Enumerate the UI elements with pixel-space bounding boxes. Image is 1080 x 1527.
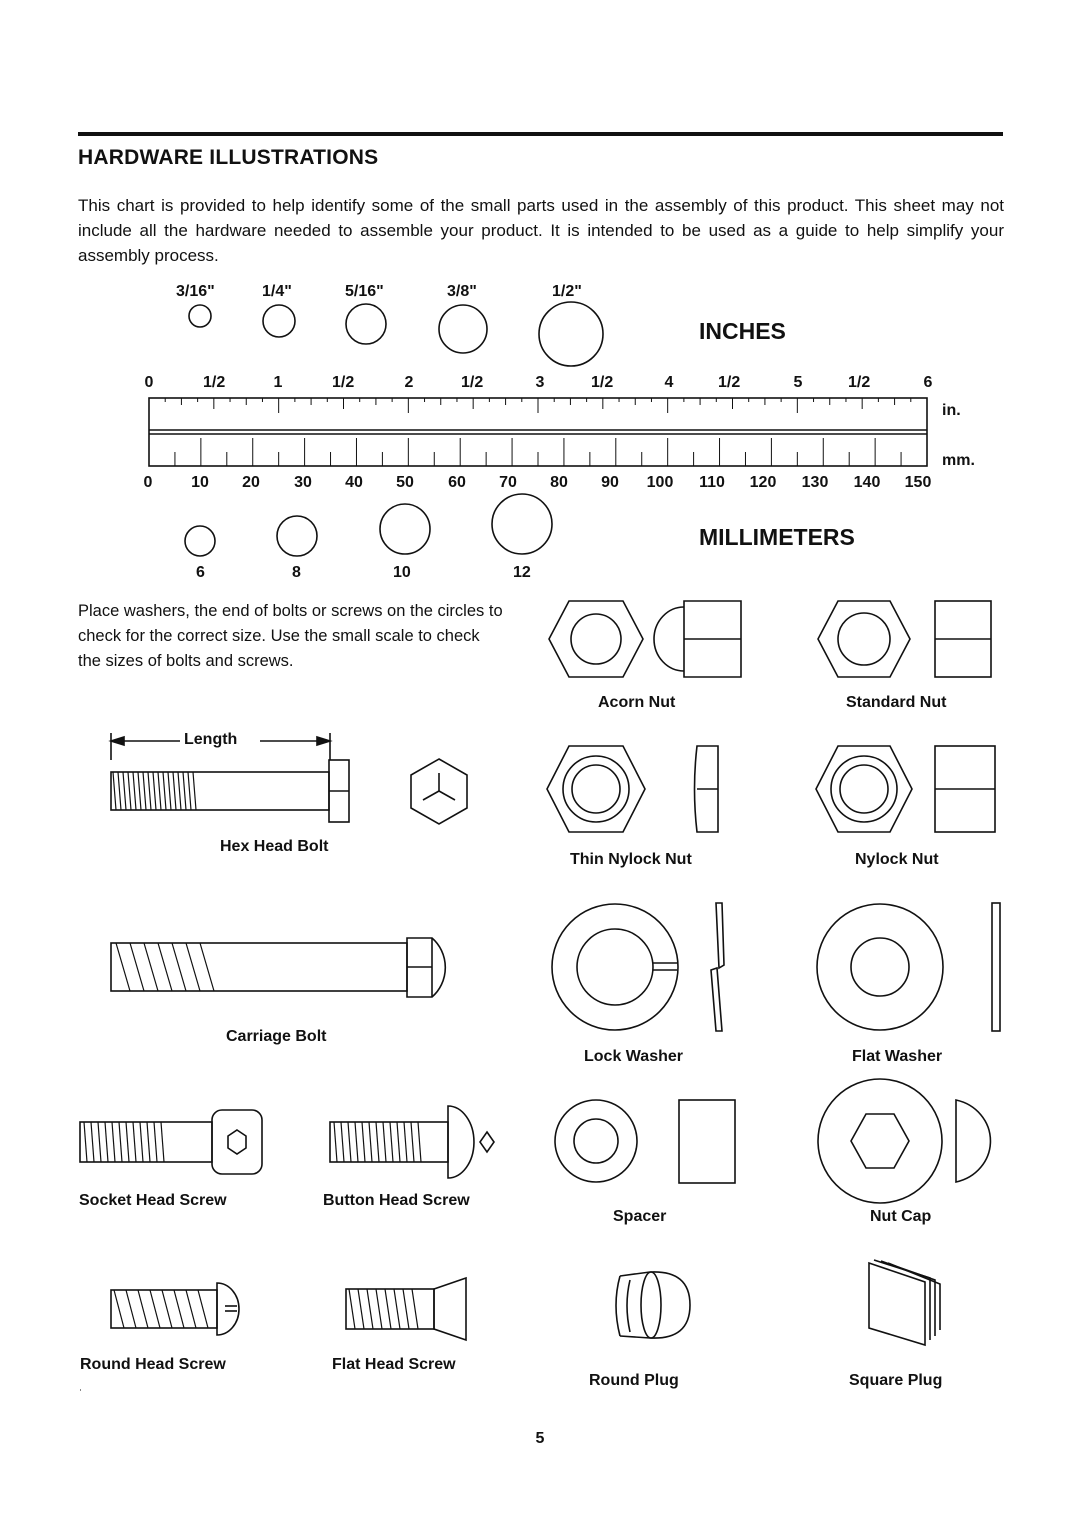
socket-head-screw-icon <box>79 1109 263 1175</box>
ruler-inch-label: 1/2 <box>332 374 355 391</box>
ruler-mm-label: 150 <box>904 474 932 491</box>
inch-size-label: 1/2" <box>552 283 582 300</box>
ruler-inch-label: 6 <box>923 374 933 391</box>
square-plug-icon <box>868 1259 941 1347</box>
thin-nylock-nut-label: Thin Nylock Nut <box>570 851 692 868</box>
square-plug-label: Square Plug <box>849 1372 943 1389</box>
mm-size-label: 6 <box>196 564 205 581</box>
round-plug-label: Round Plug <box>589 1372 679 1389</box>
nylock-nut-icon <box>815 745 996 833</box>
spacer-icon <box>554 1099 736 1184</box>
button-head-screw-label: Button Head Screw <box>323 1192 470 1209</box>
page-number: 5 <box>535 1430 545 1447</box>
lock-washer-label: Lock Washer <box>584 1048 683 1065</box>
flat-head-screw-icon <box>345 1276 467 1342</box>
inch-size-label: 3/16" <box>176 283 215 300</box>
ruler-mm-label: 10 <box>191 474 209 491</box>
lock-washer-icon <box>551 902 725 1032</box>
top-rule <box>78 132 1003 136</box>
inch-circle-5-16 <box>345 303 387 345</box>
ruler-inch-label: 1/2 <box>203 374 226 391</box>
ruler-mm-label: 110 <box>699 474 725 491</box>
intro-paragraph: This chart is provided to help identify … <box>78 196 1004 265</box>
round-plug-icon <box>615 1271 691 1339</box>
thin-nylock-nut-icon <box>546 745 719 833</box>
ruler <box>148 397 928 467</box>
ruler-inch-label: 1/2 <box>591 374 614 391</box>
nylock-nut-label: Nylock Nut <box>855 851 939 868</box>
page-title: HARDWARE ILLUSTRATIONS <box>78 146 379 169</box>
socket-head-screw-label: Socket Head Screw <box>79 1192 227 1209</box>
ruler-mm-label: 60 <box>448 474 466 491</box>
inch-size-label: 5/16" <box>345 283 384 300</box>
ruler-mm-label: 50 <box>396 474 414 491</box>
flat-washer-icon <box>816 902 1001 1032</box>
round-head-screw-icon <box>110 1282 240 1336</box>
ruler-inch-label: 1 <box>273 374 283 391</box>
spacer-label: Spacer <box>613 1208 667 1225</box>
carriage-bolt-icon <box>110 937 447 998</box>
ruler-mm-label: 90 <box>601 474 619 491</box>
ruler-inch-label: 1/2 <box>461 374 484 391</box>
standard-nut-label: Standard Nut <box>846 694 947 711</box>
nut-cap-icon <box>817 1078 992 1204</box>
millimeters-heading: MILLIMETERS <box>699 524 855 550</box>
ruler-mm-label: 0 <box>143 474 153 491</box>
hex-head-bolt-icon <box>108 733 468 825</box>
mm-size-label: 10 <box>393 564 411 581</box>
ruler-inch-label: 0 <box>144 374 154 391</box>
hex-head-bolt-label: Hex Head Bolt <box>220 838 329 855</box>
standard-nut-icon <box>817 600 992 678</box>
ruler-inch-label: 1/2 <box>718 374 741 391</box>
round-head-screw-label: Round Head Screw <box>80 1356 226 1373</box>
inches-heading: INCHES <box>699 318 786 344</box>
mm-unit-label: mm. <box>942 452 975 469</box>
inch-circle-1-2 <box>538 301 604 367</box>
ruler-inch-label: 3 <box>535 374 545 391</box>
inch-unit-label: in. <box>942 402 961 419</box>
ruler-mm-label: 40 <box>345 474 363 491</box>
placement-instructions: Place washers, the end of bolts or screw… <box>78 602 503 670</box>
ruler-mm-label: 30 <box>294 474 312 491</box>
ruler-mm-label: 140 <box>853 474 881 491</box>
ruler-mm-label: 100 <box>646 474 674 491</box>
mm-size-label: 12 <box>513 564 531 581</box>
acorn-nut-label: Acorn Nut <box>598 694 676 711</box>
ruler-inch-label: 5 <box>793 374 803 391</box>
ruler-mm-label: 120 <box>749 474 777 491</box>
inch-circle-1-4 <box>262 304 296 338</box>
ruler-mm-label: 130 <box>801 474 829 491</box>
ruler-mm-label: 70 <box>499 474 517 491</box>
mm-circle-10 <box>379 503 431 555</box>
mm-circle-8 <box>276 515 318 557</box>
button-head-screw-icon <box>329 1105 495 1179</box>
ruler-inch-label: 4 <box>664 374 674 391</box>
flat-head-screw-label: Flat Head Screw <box>332 1356 456 1373</box>
acorn-nut-icon <box>548 600 742 678</box>
ruler-inch-label: 1/2 <box>848 374 871 391</box>
mm-circle-12 <box>491 493 553 555</box>
flat-washer-label: Flat Washer <box>852 1048 943 1065</box>
inch-circle-3-16 <box>188 304 212 328</box>
ruler-mm-label: 80 <box>550 474 568 491</box>
inch-circle-3-8 <box>438 304 488 354</box>
nut-cap-label: Nut Cap <box>870 1208 932 1225</box>
length-label: Length <box>184 731 238 748</box>
carriage-bolt-label: Carriage Bolt <box>226 1028 327 1045</box>
inch-size-label: 3/8" <box>447 283 477 300</box>
ruler-inch-label: 2 <box>404 374 414 391</box>
ruler-mm-label: 20 <box>242 474 260 491</box>
inch-size-label: 1/4" <box>262 283 292 300</box>
mm-size-label: 8 <box>292 564 301 581</box>
mm-circle-6 <box>184 525 216 557</box>
